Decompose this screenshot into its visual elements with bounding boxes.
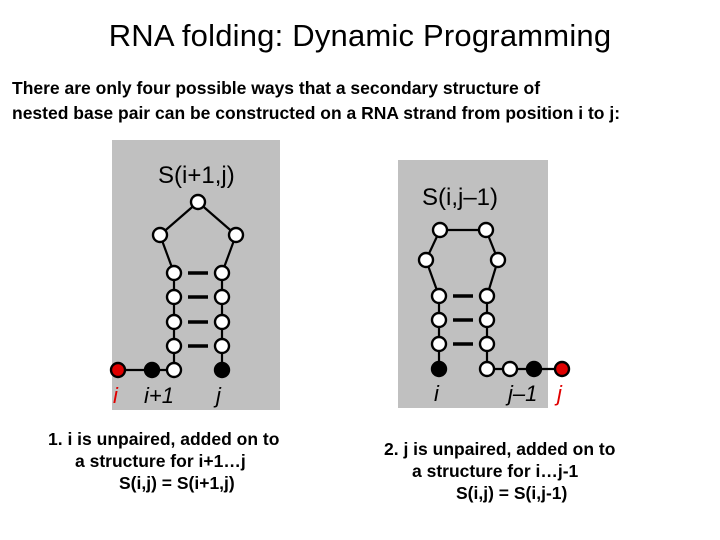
nucleotide-bead	[189, 193, 207, 211]
nucleotide-bead	[478, 335, 496, 353]
case-1-line-1: 1. i is unpaired, added on to	[48, 429, 280, 449]
case-2-line-1: 2. j is unpaired, added on to	[384, 439, 616, 459]
case-1-caption: 1. i is unpaired, added on to a structur…	[48, 428, 279, 494]
intro-line-1: There are only four possible ways that a…	[12, 78, 541, 98]
slide-title: RNA folding: Dynamic Programming	[108, 18, 612, 53]
nucleotide-bead	[213, 288, 231, 306]
index-label-j: j	[213, 383, 222, 408]
nucleotide-bead	[431, 221, 449, 239]
nucleotide-bead	[165, 313, 183, 331]
nucleotide-bead	[165, 288, 183, 306]
nucleotide-bead-j-minus-1	[525, 360, 543, 378]
nucleotide-bead	[165, 361, 183, 379]
nucleotide-bead	[477, 221, 495, 239]
nucleotide-bead	[213, 337, 231, 355]
case-2-caption: 2. j is unpaired, added on to a structur…	[384, 438, 615, 504]
nucleotide-bead-i-unpaired	[109, 361, 127, 379]
nucleotide-bead	[227, 226, 245, 244]
nucleotide-bead	[501, 360, 519, 378]
diagram-1: S(i+1,j) i i+1 j	[109, 162, 245, 408]
nucleotide-bead	[165, 337, 183, 355]
nucleotide-bead	[165, 264, 183, 282]
nucleotide-bead	[213, 313, 231, 331]
intro-text: There are only four possible ways that a…	[12, 76, 712, 126]
diagram-1-label: S(i+1,j)	[158, 162, 235, 189]
nucleotide-bead-j	[213, 361, 231, 379]
nucleotide-bead	[478, 287, 496, 305]
index-label-i: i	[113, 383, 119, 408]
nucleotide-bead	[213, 264, 231, 282]
index-label-j-minus-1: j–1	[505, 381, 537, 406]
case-1-line-2: a structure for i+1…j	[75, 451, 246, 471]
case-2-line-2: a structure for i…j-1	[412, 461, 579, 481]
nucleotide-bead	[430, 311, 448, 329]
nucleotide-bead	[478, 360, 496, 378]
diagram-panel-1	[112, 140, 280, 410]
diagram-2: S(i,j–1) i j–1 j	[417, 184, 571, 406]
index-label-j: j	[554, 381, 563, 406]
intro-line-2: nested base pair can be constructed on a…	[12, 103, 621, 123]
nucleotide-bead	[151, 226, 169, 244]
index-label-i-plus-1: i+1	[144, 383, 174, 408]
index-label-i: i	[434, 381, 440, 406]
nucleotide-bead-i	[430, 360, 448, 378]
nucleotide-bead	[489, 251, 507, 269]
nucleotide-bead	[478, 311, 496, 329]
nucleotide-bead	[430, 287, 448, 305]
diagram-panel-2	[398, 160, 548, 408]
case-2-formula: S(i,j) = S(i,j-1)	[456, 483, 568, 503]
nucleotide-bead-j-unpaired	[553, 360, 571, 378]
nucleotide-bead	[417, 251, 435, 269]
case-1-formula: S(i,j) = S(i+1,j)	[119, 473, 235, 493]
nucleotide-bead	[430, 335, 448, 353]
nucleotide-bead-i-plus-1	[143, 361, 161, 379]
diagram-2-label: S(i,j–1)	[422, 184, 498, 211]
